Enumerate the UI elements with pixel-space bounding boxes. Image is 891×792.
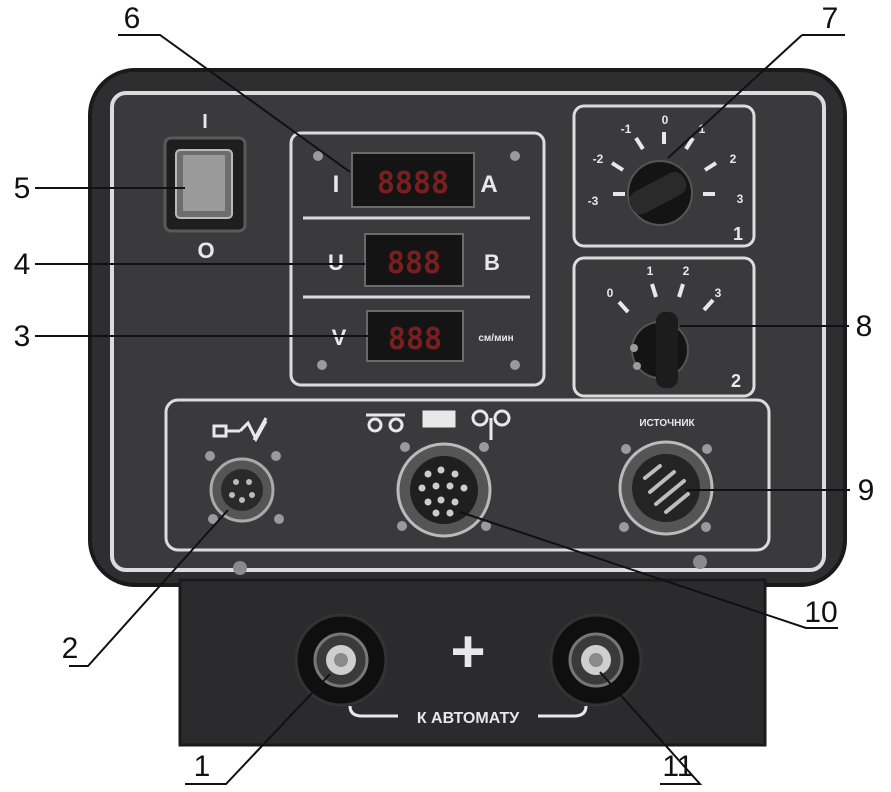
meter-speed-unit: см/мин <box>478 333 513 344</box>
meter-voltage-symbol: U <box>328 250 344 275</box>
connector-source[interactable] <box>618 440 714 536</box>
meter-voltage-unit: B <box>484 250 500 275</box>
connector-strip <box>164 398 771 552</box>
callout-3: 3 <box>14 320 31 353</box>
wire-feeder-symbol-icon <box>366 409 511 440</box>
leader-lines <box>35 34 850 785</box>
power-off-mark: O <box>197 238 214 263</box>
output-terminal-left[interactable] <box>294 613 388 707</box>
switch-2-number: 2 <box>731 371 741 391</box>
callout-10: 10 <box>804 596 837 629</box>
output-label: К АВТОМАТУ <box>417 710 520 727</box>
switch-2-tick-3: 3 <box>715 286 722 300</box>
connector-source-label: ИСТОЧНИК <box>639 418 695 429</box>
switch-1-tick-1: 1 <box>699 122 706 136</box>
callout-4: 4 <box>14 248 31 281</box>
switch-2-tick-2: 2 <box>683 264 690 278</box>
meter-current-symbol: I <box>333 171 340 198</box>
switch-2[interactable] <box>572 256 756 398</box>
power-switch[interactable] <box>163 136 247 233</box>
callout-9: 9 <box>858 474 875 507</box>
switch-1-tick-0: 0 <box>662 113 669 127</box>
meter-speed-symbol: V <box>332 325 347 350</box>
switch-2-tick-1: 1 <box>647 264 654 278</box>
switch-1-tick-minus-2: -2 <box>593 152 604 166</box>
switch-2-tick-0: 0 <box>607 286 614 300</box>
callout-7: 7 <box>822 2 839 35</box>
output-bracket <box>348 705 588 718</box>
screw <box>233 561 247 575</box>
connector-center[interactable] <box>396 442 492 538</box>
callout-11: 11 <box>662 750 693 783</box>
svg-text:8888: 8888 <box>377 166 449 201</box>
meter-block: 8888 888 888 <box>289 131 546 387</box>
mechanism-symbol-icon <box>212 417 268 443</box>
switch-1-tick-minus-1: -1 <box>621 122 632 136</box>
output-terminal-right[interactable] <box>549 613 643 707</box>
switch-1[interactable] <box>572 104 756 248</box>
screw <box>693 555 707 569</box>
callout-8: 8 <box>856 310 873 343</box>
callout-6: 6 <box>124 2 141 35</box>
callout-5: 5 <box>14 172 31 205</box>
callout-2: 2 <box>62 632 79 665</box>
lower-block <box>178 578 767 747</box>
callout-1: 1 <box>194 750 211 783</box>
switch-1-tick-3: 3 <box>737 192 744 206</box>
connector-small[interactable] <box>205 451 284 524</box>
switch-1-number: 1 <box>733 224 743 244</box>
svg-text:888: 888 <box>387 246 441 281</box>
svg-text:888: 888 <box>388 322 442 357</box>
plus-sign: + <box>450 618 485 685</box>
switch-1-tick-2: 2 <box>730 152 737 166</box>
power-on-mark: I <box>202 111 208 133</box>
switch-1-tick-minus-3: -3 <box>588 194 599 208</box>
meter-current-unit: A <box>480 171 497 198</box>
